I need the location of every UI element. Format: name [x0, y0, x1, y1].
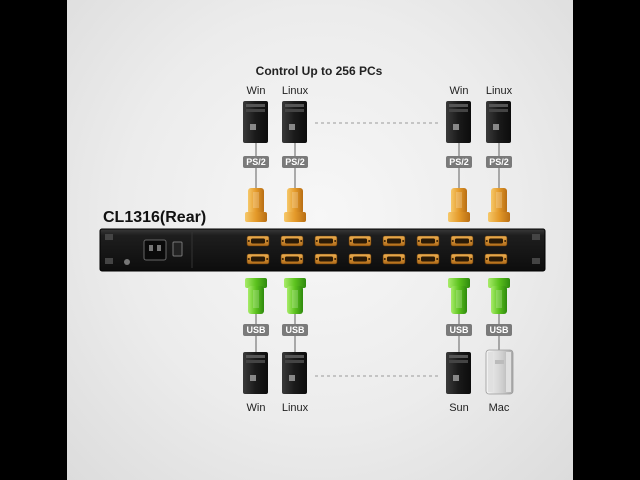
vga-port-icon — [348, 253, 372, 265]
usb-connector-icon — [284, 278, 306, 314]
mac-tower-icon — [485, 349, 514, 395]
diagram-title: Control Up to 256 PCs — [256, 64, 383, 78]
ps2-connector-icon — [448, 188, 470, 222]
pc-tower-icon — [243, 101, 268, 143]
vga-port-icon — [348, 235, 372, 247]
svg-text:PS/2: PS/2 — [285, 157, 305, 167]
vga-port-icon — [246, 235, 270, 247]
ps2-connector-icon — [245, 188, 267, 222]
ps2-badge: PS/2 — [446, 156, 472, 168]
bottom-os-label-1: Win — [247, 402, 266, 414]
ps2-badge: PS/2 — [243, 156, 269, 168]
vga-port-icon — [484, 253, 508, 265]
kvm-connection-diagram: Control Up to 256 PCs Win Linux Win Linu… — [99, 64, 546, 414]
usb-connector-icon — [488, 278, 510, 314]
vga-port-icon — [416, 253, 440, 265]
svg-text:USB: USB — [246, 325, 266, 335]
usb-connector-icon — [448, 278, 470, 314]
device-label: CL1316(Rear) — [103, 209, 206, 226]
pc-tower-icon — [243, 352, 268, 394]
top-os-label-1: Win — [247, 85, 266, 97]
power-socket-icon — [143, 239, 167, 261]
svg-text:USB: USB — [449, 325, 469, 335]
svg-text:USB: USB — [489, 325, 509, 335]
pc-tower-icon — [282, 101, 307, 143]
ps2-connector-icon — [488, 188, 510, 222]
ps2-badge: PS/2 — [486, 156, 512, 168]
power-switch-icon — [172, 241, 183, 257]
kvm-switch-rear-panel — [99, 228, 546, 272]
pc-tower-icon — [486, 101, 511, 143]
vga-port-array — [246, 235, 508, 265]
pc-tower-icon — [446, 101, 471, 143]
vga-port-icon — [280, 235, 304, 247]
vga-port-icon — [450, 235, 474, 247]
pc-tower-icon — [282, 352, 307, 394]
vga-port-icon — [314, 253, 338, 265]
vga-port-icon — [246, 253, 270, 265]
ps2-badge: PS/2 — [282, 156, 308, 168]
bottom-os-label-2: Linux — [282, 402, 309, 414]
top-os-label-2: Linux — [282, 85, 309, 97]
svg-text:PS/2: PS/2 — [449, 157, 469, 167]
usb-badge: USB — [282, 324, 308, 336]
svg-text:PS/2: PS/2 — [246, 157, 266, 167]
ps2-connector-icon — [284, 188, 306, 222]
svg-text:PS/2: PS/2 — [489, 157, 509, 167]
top-os-label-4: Linux — [486, 85, 513, 97]
vga-port-icon — [382, 235, 406, 247]
usb-badge: USB — [446, 324, 472, 336]
svg-text:USB: USB — [285, 325, 305, 335]
vga-port-icon — [484, 235, 508, 247]
vga-port-icon — [450, 253, 474, 265]
usb-connector-icon — [245, 278, 267, 314]
vga-port-icon — [382, 253, 406, 265]
diagram-panel: Control Up to 256 PCs Win Linux Win Linu… — [67, 0, 573, 480]
sun-workstation-icon — [446, 352, 471, 394]
vga-port-icon — [314, 235, 338, 247]
vga-port-icon — [280, 253, 304, 265]
usb-badge: USB — [486, 324, 512, 336]
vga-port-icon — [416, 235, 440, 247]
bottom-os-label-4: Mac — [489, 402, 510, 414]
top-os-label-3: Win — [450, 85, 469, 97]
usb-badge: USB — [243, 324, 269, 336]
bottom-os-label-3: Sun — [449, 402, 469, 414]
